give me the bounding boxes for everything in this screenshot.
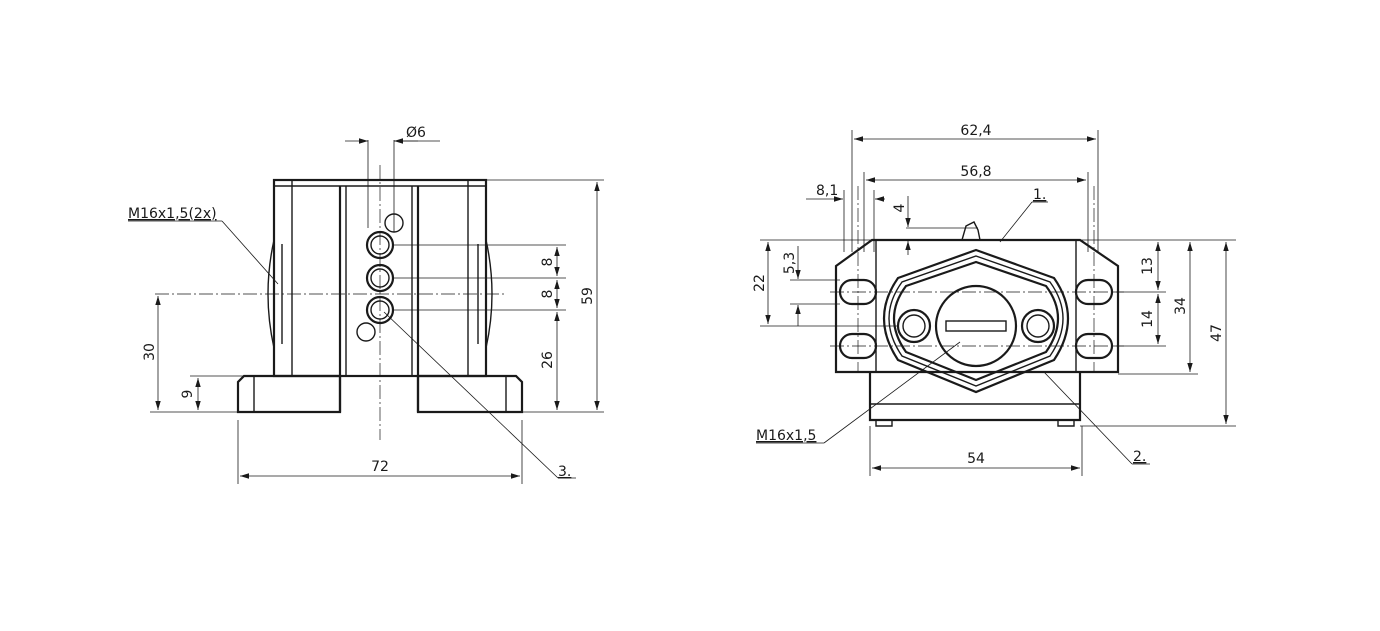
dim-8b: 8 xyxy=(540,290,556,299)
dim-5-3: 5,3 xyxy=(782,252,798,274)
gasket-inner xyxy=(893,260,1059,382)
dim-8-1: 8,1 xyxy=(816,183,838,199)
dim-4: 4 xyxy=(892,203,908,212)
label-thread: M16x1,5 xyxy=(756,428,816,444)
tab xyxy=(961,221,981,241)
dim-59: 59 xyxy=(580,287,596,305)
dim-54: 54 xyxy=(967,451,985,467)
base-flange-right xyxy=(416,374,524,414)
label-item-3: 3. xyxy=(558,464,571,480)
base-flange-left xyxy=(236,374,342,414)
slot-key xyxy=(945,320,1007,332)
label-diameter: Ø6 xyxy=(406,125,426,141)
dim-72: 72 xyxy=(371,459,389,475)
top-view: 62,4 56,8 8,1 4 22 5,3 13 14 xyxy=(752,123,1236,476)
dim-30: 30 xyxy=(142,343,158,361)
front-view: Ø6 59 8 8 26 30 9 72 M16x1,5(2x) xyxy=(128,125,604,484)
center-boss xyxy=(934,284,1018,368)
dim-26: 26 xyxy=(540,351,556,369)
dim-13: 13 xyxy=(1140,257,1156,275)
dim-8a: 8 xyxy=(540,258,556,267)
dim-62-4: 62,4 xyxy=(960,123,991,139)
dim-9: 9 xyxy=(180,390,196,399)
dim-47: 47 xyxy=(1209,324,1225,342)
base-plate xyxy=(868,372,1082,422)
dim-22: 22 xyxy=(752,274,768,292)
hole-small-bottom xyxy=(356,322,376,342)
label-thread-2x: M16x1,5(2x) xyxy=(128,206,217,222)
dim-34: 34 xyxy=(1173,297,1189,315)
bore-right xyxy=(1020,308,1056,344)
label-item-1: 1. xyxy=(1033,187,1046,203)
dim-56-8: 56,8 xyxy=(960,164,991,180)
gasket-outer xyxy=(882,248,1070,394)
dim-14: 14 xyxy=(1140,310,1156,328)
label-item-2: 2. xyxy=(1133,449,1146,465)
